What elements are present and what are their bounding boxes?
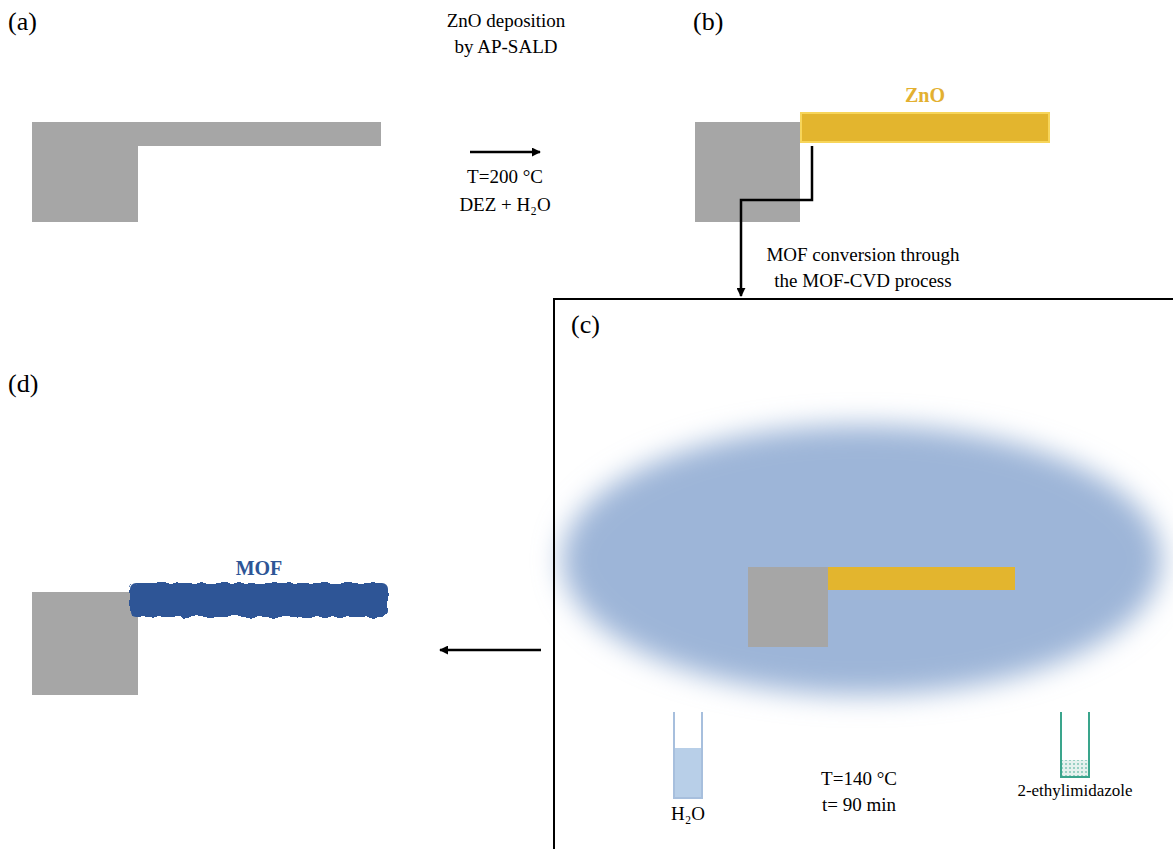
- condition-label: T=200 °C: [455, 164, 555, 190]
- substrate-block: [32, 592, 138, 695]
- vapour-cloud: [562, 425, 1162, 695]
- precursor-label: DEZ + H₂O: [450, 192, 560, 218]
- panel-label: (c): [571, 310, 600, 340]
- zno-layer: [828, 567, 1015, 590]
- beaker-label: H₂O: [653, 802, 723, 827]
- substrate-block: [32, 122, 138, 222]
- process-label: MOF conversion through the MOF-CVD proce…: [763, 242, 963, 293]
- mof-layer: [130, 583, 388, 617]
- process-label: ZnO deposition by AP-SALD: [445, 8, 567, 59]
- linker-source: 2-ethylimidazole: [1000, 710, 1150, 802]
- condition-label: T=140 °C t= 90 min: [811, 766, 907, 817]
- zno-layer: [800, 112, 1050, 143]
- process-arrow: [440, 649, 541, 652]
- beaker-label: 2-ethylimidazole: [1000, 780, 1150, 802]
- water: [675, 748, 701, 798]
- linker-beaker: [1000, 710, 1150, 780]
- beaker-outline: [1061, 712, 1089, 777]
- process-arrow: [470, 151, 540, 154]
- linker-powder: [1062, 760, 1088, 776]
- layer-label: MOF: [130, 555, 388, 581]
- beaker-outline: [674, 712, 702, 798]
- water-beaker: [653, 710, 723, 802]
- layer-label: ZnO: [800, 82, 1050, 108]
- water-source: H₂O: [653, 710, 723, 827]
- panel-label: (d): [8, 366, 68, 401]
- panel-label: (a): [8, 4, 68, 39]
- panel-label: (b): [693, 4, 753, 39]
- substrate-block: [748, 567, 828, 647]
- substrate-block: [695, 122, 800, 222]
- mof-layer-node: MOF: [130, 555, 388, 617]
- process-panel: (c) T=140 °C t= 90 minH₂O 2-ethylimidazole: [553, 298, 1173, 849]
- zno-layer-node: ZnO: [800, 82, 1050, 143]
- cantilever: [138, 122, 381, 146]
